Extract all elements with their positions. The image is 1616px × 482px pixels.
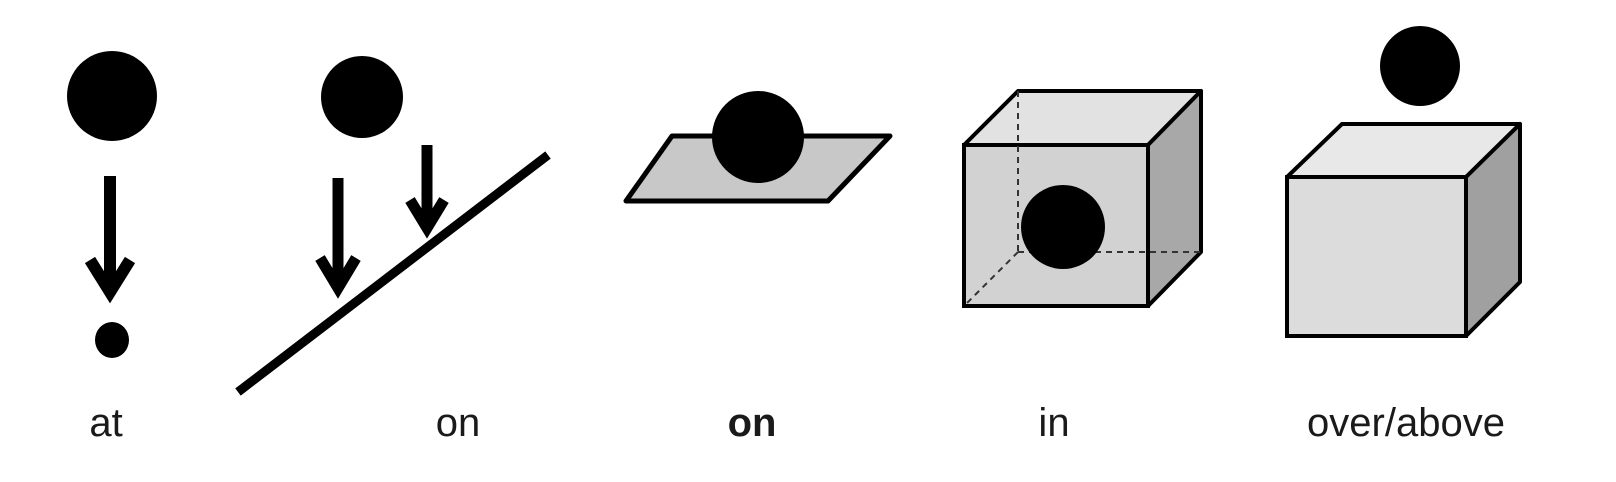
- panel-over-above: [1285, 26, 1522, 338]
- down-arrow-icon: [315, 178, 361, 299]
- ball: [1380, 26, 1460, 106]
- label-over-above: over/above: [1307, 401, 1505, 445]
- cube-front-face: [1285, 175, 1468, 338]
- down-arrow-icon: [405, 145, 449, 239]
- ball: [67, 51, 157, 141]
- down-arrow-icon: [84, 176, 136, 304]
- ball: [1021, 185, 1105, 269]
- label-in: in: [1038, 401, 1070, 445]
- ball: [712, 91, 804, 183]
- label-at: at: [89, 401, 123, 445]
- ball: [321, 56, 403, 138]
- panel-in: [962, 89, 1203, 308]
- panel-at: [67, 51, 157, 358]
- panel-on-surface: [623, 91, 893, 204]
- point-dot: [95, 322, 129, 358]
- label-on-line: on: [435, 401, 481, 445]
- panel-on-line: [235, 56, 551, 396]
- label-on-surface: on: [727, 401, 777, 445]
- hidden-edges: [965, 91, 1201, 305]
- diagonal-line: [235, 151, 551, 396]
